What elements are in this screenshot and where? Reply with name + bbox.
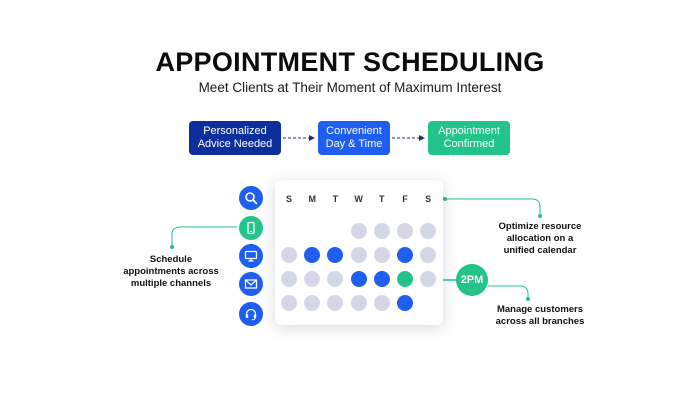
calendar-day-label: M	[308, 194, 316, 204]
calendar-slot-available[interactable]	[304, 295, 321, 311]
calendar-slot-available[interactable]	[373, 223, 390, 239]
callout-left-connector	[171, 226, 237, 246]
calendar-slot-available[interactable]	[420, 271, 437, 287]
calendar-slot-available[interactable]	[420, 223, 437, 239]
calendar-slot-available[interactable]	[281, 247, 297, 263]
channel-phone-support	[239, 302, 263, 326]
email-envelope-icon	[244, 279, 258, 289]
calendar-slot-available[interactable]	[327, 271, 344, 287]
headset-icon	[245, 308, 257, 321]
callout-multiple-channels: Schedule appointments across multiple ch…	[123, 254, 219, 289]
flow-step-label: Convenient Day & Time	[325, 125, 383, 150]
calendar-slot-available[interactable]	[350, 223, 367, 239]
calendar-slot-booked[interactable]	[327, 247, 344, 263]
flow-step-label: Appointment Confirmed	[438, 125, 500, 150]
mobile-phone-icon	[247, 221, 255, 235]
channel-email	[239, 272, 263, 296]
callout-top-right-connector	[446, 198, 541, 214]
calendar-day-label: S	[425, 194, 432, 204]
calendar-slot-booked[interactable]	[397, 247, 413, 263]
callout-resource-allocation: Optimize resource allocation on a unifie…	[498, 221, 582, 256]
calendar-slot-booked[interactable]	[373, 271, 390, 287]
search-icon	[245, 192, 258, 205]
flow-step-personalized-advice: Personalized Advice Needed	[189, 121, 281, 155]
calendar-slot-available[interactable]	[373, 247, 390, 263]
calendar-slot-available[interactable]	[420, 247, 437, 263]
time-badge-label: 2PM	[460, 274, 484, 286]
calendar-slot-available[interactable]	[350, 295, 367, 311]
desktop-monitor-icon	[244, 250, 258, 262]
callout-bottom-right-dot	[526, 297, 530, 301]
calendar-slot-booked[interactable]	[350, 271, 367, 287]
callout-manage-customers: Manage customers across all branches	[495, 304, 585, 327]
page-title: APPOINTMENT SCHEDULING	[155, 47, 545, 77]
calendar-day-label: W	[354, 194, 363, 204]
calendar-slot-available[interactable]	[304, 271, 321, 287]
flow-step-appointment-confirmed: Appointment Confirmed	[428, 121, 510, 155]
page-subtitle: Meet Clients at Their Moment of Maximum …	[198, 80, 502, 95]
calendar-slot-available[interactable]	[327, 295, 344, 311]
time-badge: 2PM	[456, 264, 488, 296]
channel-search	[239, 186, 263, 210]
calendar-slot-booked[interactable]	[397, 295, 413, 311]
channel-desktop	[239, 244, 263, 268]
calendar-slot-available[interactable]	[281, 295, 297, 311]
callout-bottom-right-connector	[488, 285, 529, 298]
calendar-day-label: T	[332, 194, 339, 204]
calendar-slot-available[interactable]	[373, 295, 390, 311]
calendar-slot-booked[interactable]	[304, 247, 321, 263]
channel-mobile	[239, 216, 263, 240]
callout-left-dot	[170, 245, 174, 249]
calendar-day-label: S	[285, 194, 292, 204]
callout-top-right-start-dot	[443, 197, 447, 201]
calendar-day-label: T	[379, 194, 385, 204]
calendar-slot-available[interactable]	[281, 271, 297, 287]
calendar-slot-selected[interactable]	[397, 271, 413, 287]
flow-step-convenient-day-time: Convenient Day & Time	[318, 121, 390, 155]
calendar-slot-available[interactable]	[350, 247, 367, 263]
flow-step-label: Personalized Advice Needed	[197, 125, 273, 150]
calendar-day-label: F	[402, 194, 408, 204]
calendar-slot-available[interactable]	[397, 223, 413, 239]
callout-top-right-dot	[538, 214, 542, 218]
